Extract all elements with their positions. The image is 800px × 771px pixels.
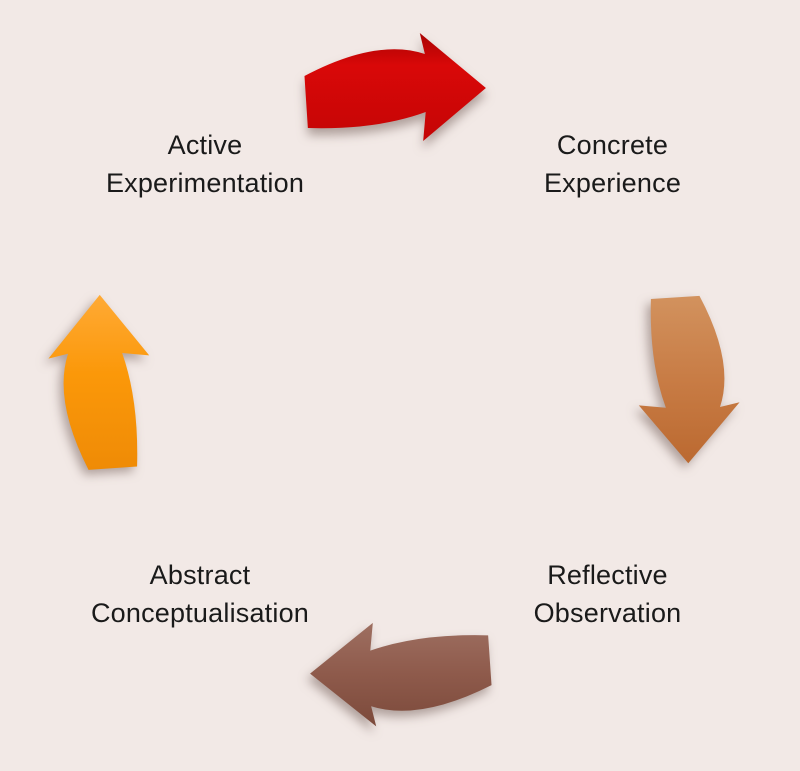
stage-label-concrete-experience: Concrete Experience [475,126,750,202]
cycle-arrow-right-copper [636,288,748,468]
stage-label-line: Active [167,130,243,160]
stage-label-line: Abstract [149,560,251,590]
cycle-arrow-bottom-brown [305,620,500,735]
stage-label-line: Reflective [547,560,668,590]
arrow-shape [48,294,150,470]
stage-label-line: Observation [533,598,682,628]
stage-label-line: Conceptualisation [90,598,310,628]
curved-right-arrow-icon [304,33,486,141]
stage-label-line: Concrete [556,130,669,160]
stage-label-active-experimentation: Active Experimentation [65,126,345,202]
curved-left-arrow-icon [310,622,492,727]
curved-up-arrow-icon [48,294,150,470]
stage-label-reflective-observation: Reflective Observation [470,556,745,632]
arrow-shape [304,33,486,141]
arrow-shape [310,622,492,727]
arrow-shape [638,295,740,464]
cycle-arrow-top-red [296,24,491,144]
stage-label-abstract-conceptualisation: Abstract Conceptualisation [60,556,340,632]
stage-label-line: Experimentation [105,168,305,198]
cycle-arrow-left-orange [40,290,152,478]
stage-label-line: Experience [543,168,682,198]
curved-down-arrow-icon [638,295,740,464]
